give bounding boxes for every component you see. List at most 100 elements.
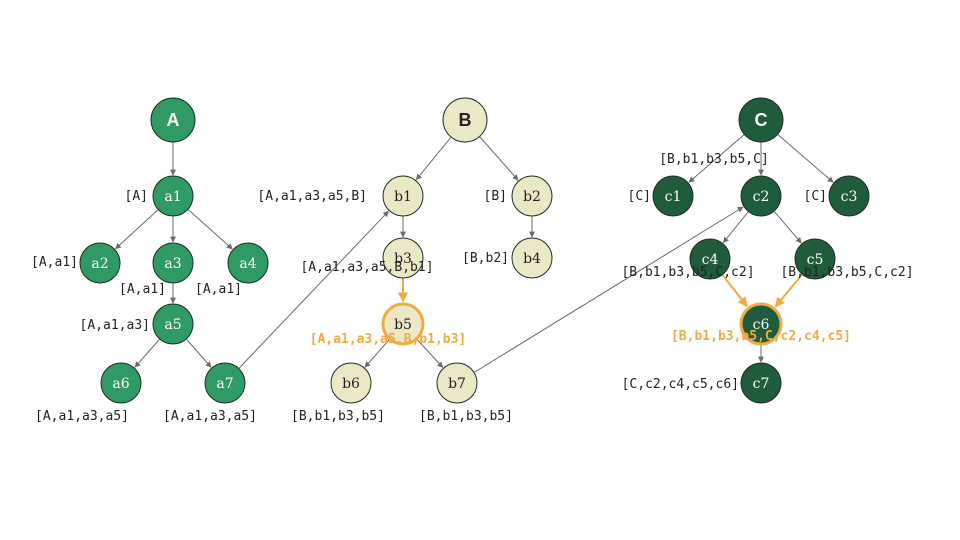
edge-c5-c6	[774, 274, 803, 308]
node-label-a7: a7	[216, 376, 233, 392]
path-label-b1: [A,a1,a3,a5,B]	[257, 189, 367, 204]
node-circle-a7	[204, 362, 246, 404]
node-label-c3: c3	[841, 189, 858, 205]
edge-c2-c4	[722, 211, 749, 244]
path-label-a6: [A,a1,a3,a5]	[35, 409, 129, 424]
node-c5: c5	[794, 238, 836, 280]
node-circle-B	[442, 97, 488, 143]
node-circle-a6	[100, 362, 142, 404]
path-label-a1: [A]	[125, 189, 148, 204]
path-label-a7: [A,a1,a3,a5]	[163, 409, 257, 424]
node-B: B	[442, 97, 488, 143]
node-label-A: A	[167, 110, 180, 130]
node-circle-a3	[152, 242, 194, 284]
edge-c4-c6	[721, 274, 748, 308]
node-c6: c6	[739, 302, 783, 346]
node-c7: c7	[740, 362, 782, 404]
edge-C-c3	[777, 134, 834, 183]
node-label-b3: b3	[394, 251, 412, 267]
edge-a5-a7	[186, 339, 212, 368]
path-label-a2: [A,a1]	[31, 255, 78, 270]
path-label-b2: [B]	[484, 189, 507, 204]
edges-layer	[115, 134, 834, 373]
node-label-c1: c1	[665, 189, 682, 205]
path-label-c7: [C,c2,c4,c5,c6]	[622, 377, 739, 392]
path-label-c3: [C]	[804, 189, 827, 204]
path-label-a5: [A,a1,a3]	[80, 318, 150, 333]
node-label-a2: a2	[91, 256, 108, 272]
path-label-b4: [B,b2]	[462, 251, 509, 266]
node-circle-c5	[794, 238, 836, 280]
node-a2: a2	[79, 242, 121, 284]
node-b1: b1	[382, 175, 424, 217]
edge-B-b1	[415, 137, 452, 181]
node-b6: b6	[330, 362, 372, 404]
edge-C-c1	[688, 134, 745, 183]
node-label-b7: b7	[448, 376, 466, 392]
edge-B-b2	[479, 136, 519, 181]
nodes-layer: Aa1 a2 a3 a4 a5 a6 a7 Bb1 b2 b3 b4 b5 b6 b7 Cc1 c2 c3 c4 c…	[79, 97, 870, 404]
node-label-c7: c7	[753, 376, 770, 392]
node-A: A	[150, 97, 196, 143]
edge-c2-c5	[773, 211, 802, 244]
node-circle-b5	[381, 302, 425, 346]
node-circle-c4	[689, 238, 731, 280]
node-label-b4: b4	[523, 251, 541, 267]
node-c1: c1	[652, 175, 694, 217]
path-label-a4: [A,a1]	[195, 282, 242, 297]
node-circle-c3	[828, 175, 870, 217]
node-circle-b4	[511, 237, 553, 279]
edge-a1-a2	[115, 209, 159, 250]
node-label-a1: a1	[164, 189, 181, 205]
node-label-c2: c2	[753, 189, 770, 205]
node-a3: a3	[152, 242, 194, 284]
node-label-c5: c5	[807, 252, 824, 268]
node-circle-C	[738, 97, 784, 143]
node-b2: b2	[511, 175, 553, 217]
path-label-b3: [A,a1,a3,a5,B,b1]	[300, 260, 433, 275]
node-label-b2: b2	[523, 189, 541, 205]
node-b4: b4	[511, 237, 553, 279]
node-b7: b7	[436, 362, 478, 404]
edge-a7-b1	[238, 210, 389, 369]
path-label-c6: [B,b1,b3,b5,C,c2,c4,c5]	[671, 329, 851, 344]
node-label-c6: c6	[753, 317, 770, 333]
node-a5: a5	[152, 303, 194, 345]
path-label-b7: [B,b1,b3,b5]	[419, 409, 513, 424]
edge-b7-c2	[474, 206, 744, 373]
path-label-a3: [A,a1]	[119, 282, 166, 297]
path-label-b5: [A,a1,a3,a5,B,b1,b3]	[310, 332, 467, 347]
node-circle-a4	[227, 242, 269, 284]
node-a6: a6	[100, 362, 142, 404]
node-a7: a7	[204, 362, 246, 404]
node-circle-a1	[152, 175, 194, 217]
node-C: C	[738, 97, 784, 143]
path-label-b6: [B,b1,b3,b5]	[291, 409, 385, 424]
node-circle-b7	[436, 362, 478, 404]
edge-b5-b7	[416, 338, 444, 368]
node-circle-A	[150, 97, 196, 143]
node-label-b1: b1	[394, 189, 412, 205]
node-c3: c3	[828, 175, 870, 217]
node-b3: b3	[382, 237, 424, 279]
node-c2: c2	[740, 175, 782, 217]
edge-b5-b6	[364, 339, 390, 368]
node-circle-a2	[79, 242, 121, 284]
node-label-a6: a6	[112, 376, 129, 392]
node-label-c4: c4	[702, 252, 719, 268]
node-circle-a5	[152, 303, 194, 345]
edge-a1-a4	[187, 209, 233, 250]
node-a4: a4	[227, 242, 269, 284]
node-b5: b5	[381, 302, 425, 346]
node-label-B: B	[459, 110, 472, 130]
node-circle-b1	[382, 175, 424, 217]
node-a1: a1	[152, 175, 194, 217]
path-label-c4: [B,b1,b3,b5,C,c2]	[621, 265, 754, 280]
node-circle-b2	[511, 175, 553, 217]
edge-a5-a6	[134, 339, 160, 368]
node-label-b5: b5	[394, 317, 412, 333]
node-label-a4: a4	[239, 256, 256, 272]
node-label-C: C	[755, 110, 768, 130]
node-label-b6: b6	[342, 376, 360, 392]
